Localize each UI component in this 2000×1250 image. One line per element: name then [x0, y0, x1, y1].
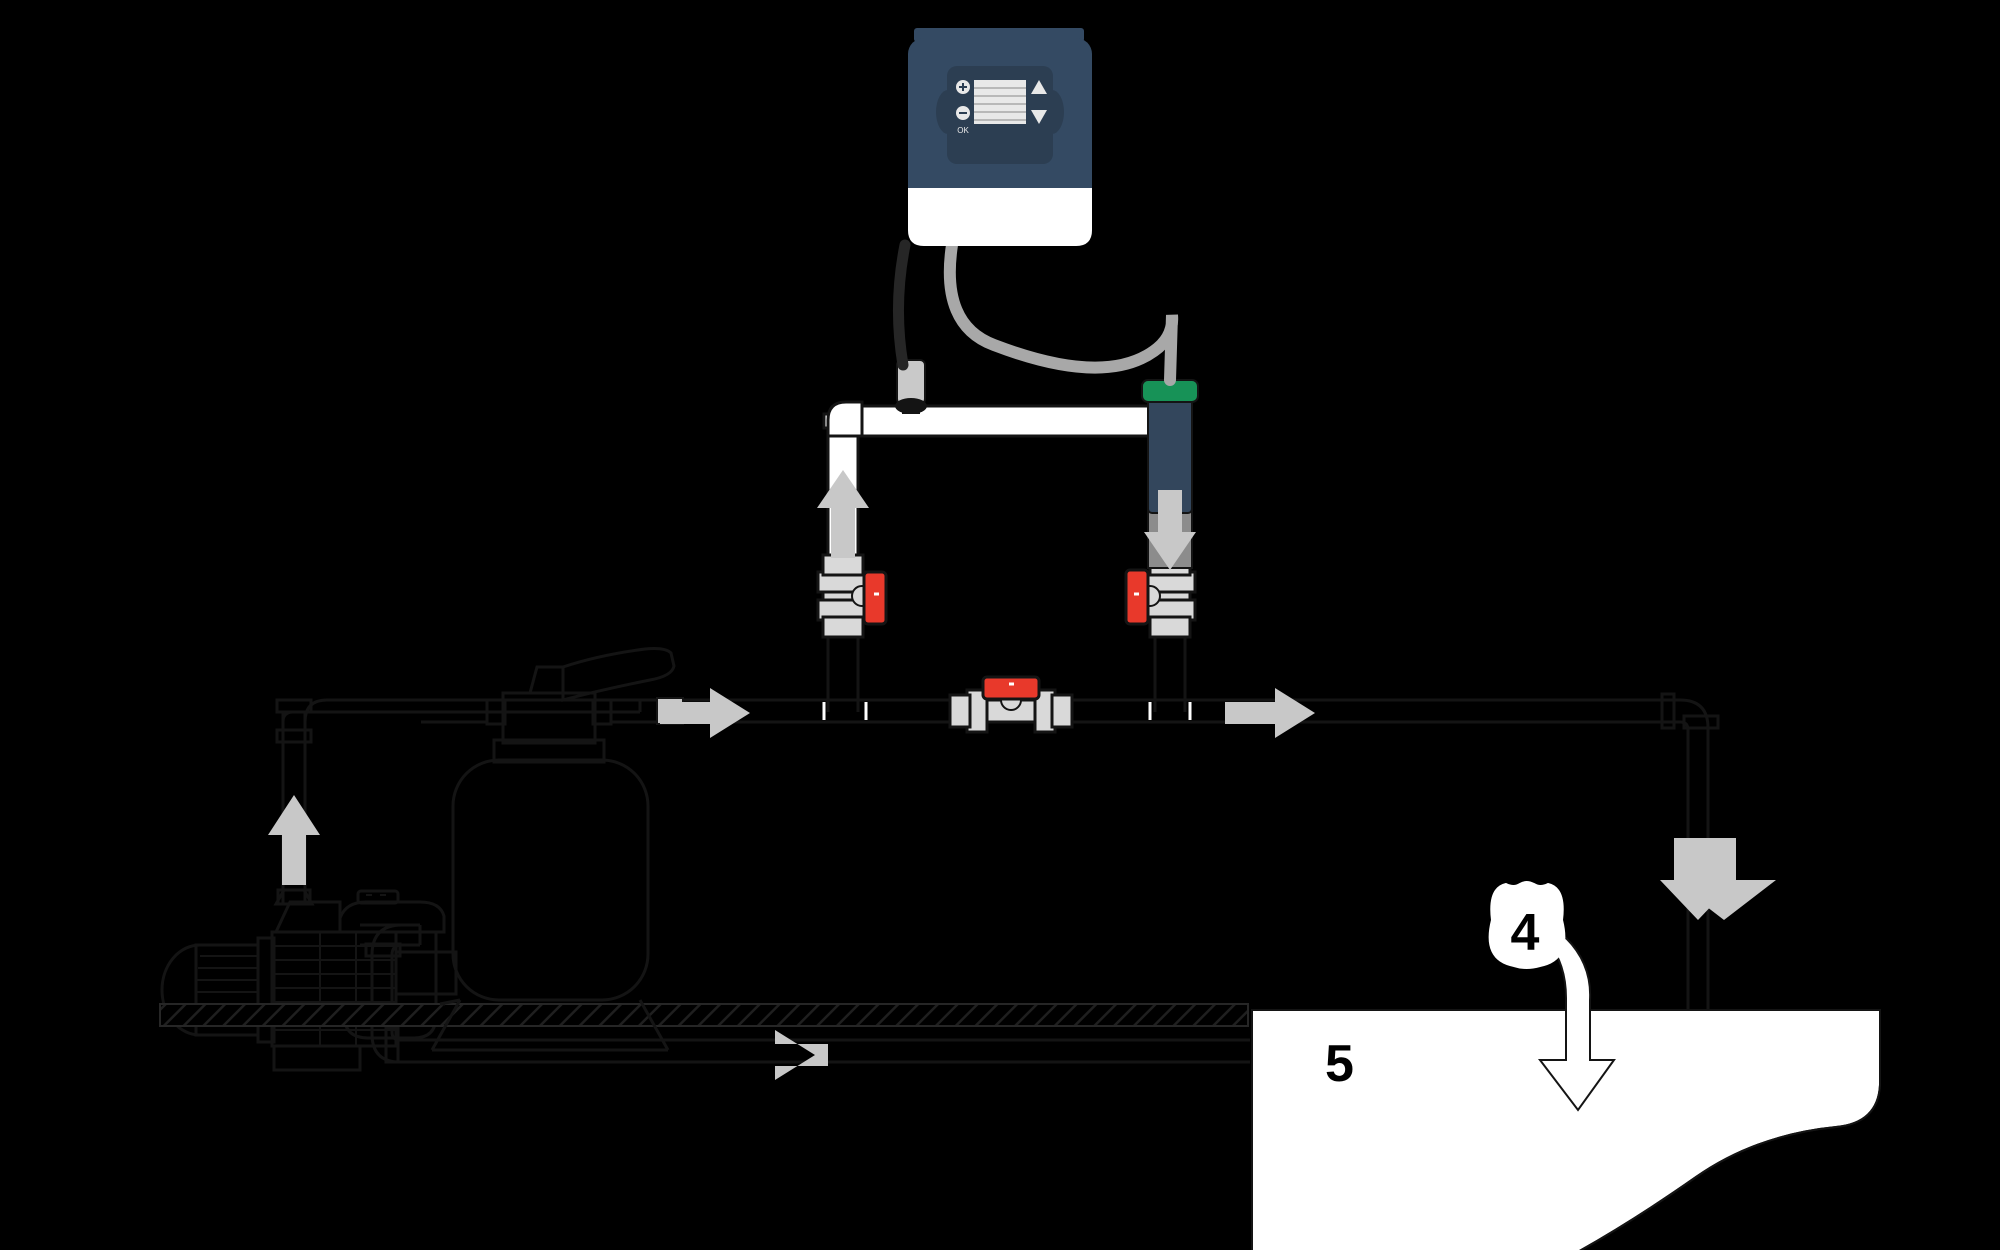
flow-arrow-main-outlet: [1225, 688, 1315, 738]
pump-riser: [273, 888, 315, 906]
pump-outlet-elbow: [275, 698, 313, 744]
equipment-pad: [159, 1003, 1249, 1027]
flow-arrow-suction-return: [775, 1030, 828, 1080]
pool-return-line: [1660, 692, 1720, 1010]
filter-to-cell-line: [640, 698, 1680, 724]
filter-inlet-stub: [421, 698, 487, 724]
flow-arrow-bypass-outlet: [1144, 490, 1196, 570]
cell-power-cable: [943, 239, 1179, 386]
main-line-isolation-valve[interactable]: [948, 675, 1074, 734]
bypass-inlet-valve[interactable]: [816, 553, 888, 639]
main-pressure-line: [281, 698, 642, 905]
lcd-screen: [974, 80, 1026, 124]
up-button[interactable]: [1031, 80, 1047, 94]
main-line-valve-handle: [981, 675, 1041, 701]
bypass-top-pipe: [826, 400, 1189, 438]
flow-arrow-pool-return-shape: [1660, 838, 1736, 920]
ok-button[interactable]: OK: [957, 126, 969, 135]
filter-outlet-stub: [611, 698, 660, 724]
chlorinator-control-unit[interactable]: OK: [908, 28, 1092, 246]
sand-filter: [430, 691, 670, 1052]
right-button-pad: [1040, 90, 1064, 134]
pool-deep-end-curve: [1579, 1084, 1881, 1250]
flow-arrow-pump-outlet: [268, 795, 320, 885]
down-button[interactable]: [1031, 110, 1047, 124]
bypass-inlet-valve-handle: [862, 570, 888, 626]
multiport-valve-handle[interactable]: [528, 647, 676, 702]
flow-arrow-filter-outlet: [660, 688, 750, 738]
flow-arrow-bypass-inlet: [817, 470, 869, 558]
callout-4-bubble: 4: [1488, 881, 1566, 969]
callout-4-label: 4: [1511, 904, 1540, 962]
callout-5-label: 5: [1325, 1035, 1354, 1093]
ph-orp-probe: [895, 359, 927, 414]
probe-cable: [892, 239, 911, 371]
bypass-tee-marks: [822, 702, 1192, 720]
bypass-outlet-valve-handle: [1124, 568, 1150, 626]
pool-pump: [160, 889, 458, 1072]
left-button-pad: [936, 90, 960, 134]
